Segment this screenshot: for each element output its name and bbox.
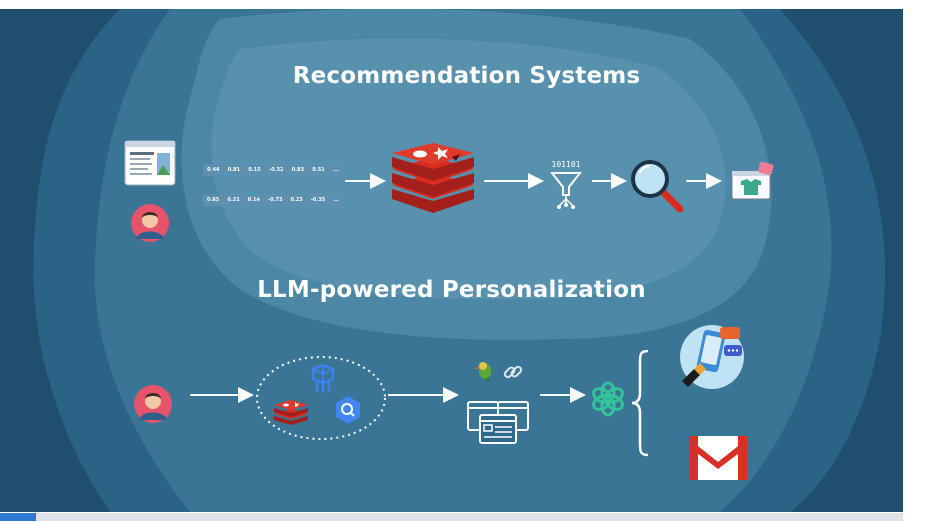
vector-store-group (256, 356, 386, 440)
embedding-value: -0.73 (268, 197, 283, 203)
user-avatar-icon (134, 385, 172, 423)
flow-arrows (190, 173, 722, 403)
embedding-value: -0.35 (310, 197, 326, 203)
embedding-value: 0.81 (227, 167, 241, 173)
redis-small-icon (274, 400, 308, 425)
embedding-value: 0.83 (291, 167, 305, 173)
document-icon (124, 140, 176, 186)
filter-funnel-icon: 101101 (549, 160, 583, 209)
google-search-icon (336, 396, 360, 424)
embedding-value: ... (333, 167, 339, 173)
presentation-slide: Recommendation Systems LLM-powered Perso… (0, 9, 903, 512)
video-progress-fill (0, 513, 37, 521)
page-margin (903, 0, 927, 522)
embedding-vector-row: 0.44 0.81 0.15 -0.32 0.83 0.51 ... (203, 164, 343, 176)
parrot-icon (475, 362, 491, 383)
embedding-value: ... (333, 197, 339, 203)
user-avatar-icon (131, 204, 169, 242)
embedding-value: 0.23 (290, 197, 303, 203)
embedding-value: 0.21 (227, 197, 240, 203)
title-llm-personalization: LLM-powered Personalization (257, 277, 646, 303)
embedding-value: -0.32 (269, 167, 284, 173)
filter-binary-label: 101101 (552, 160, 581, 169)
video-progress-bar[interactable] (0, 513, 903, 521)
vector-db-icon (311, 363, 335, 393)
embedding-vector-row: 0.65 0.21 0.14 -0.73 0.23 -0.35 ... (203, 194, 343, 206)
title-recommendation-systems: Recommendation Systems (292, 63, 641, 89)
embedding-value: 0.14 (247, 197, 261, 203)
shop-product-icon (731, 161, 774, 200)
gmail-icon (689, 436, 747, 480)
link-icon (503, 365, 523, 379)
output-brace (631, 349, 649, 457)
embedding-value: 0.65 (207, 197, 220, 203)
embedding-value: 0.15 (248, 167, 261, 173)
magnifier-icon (631, 160, 684, 213)
chat-phone-icon (680, 325, 744, 389)
redis-icon (392, 143, 474, 213)
openai-icon (592, 381, 624, 417)
embedding-value: 0.44 (207, 167, 220, 173)
embedding-value: 0.51 (312, 167, 325, 173)
browser-windows-icon (467, 401, 529, 444)
